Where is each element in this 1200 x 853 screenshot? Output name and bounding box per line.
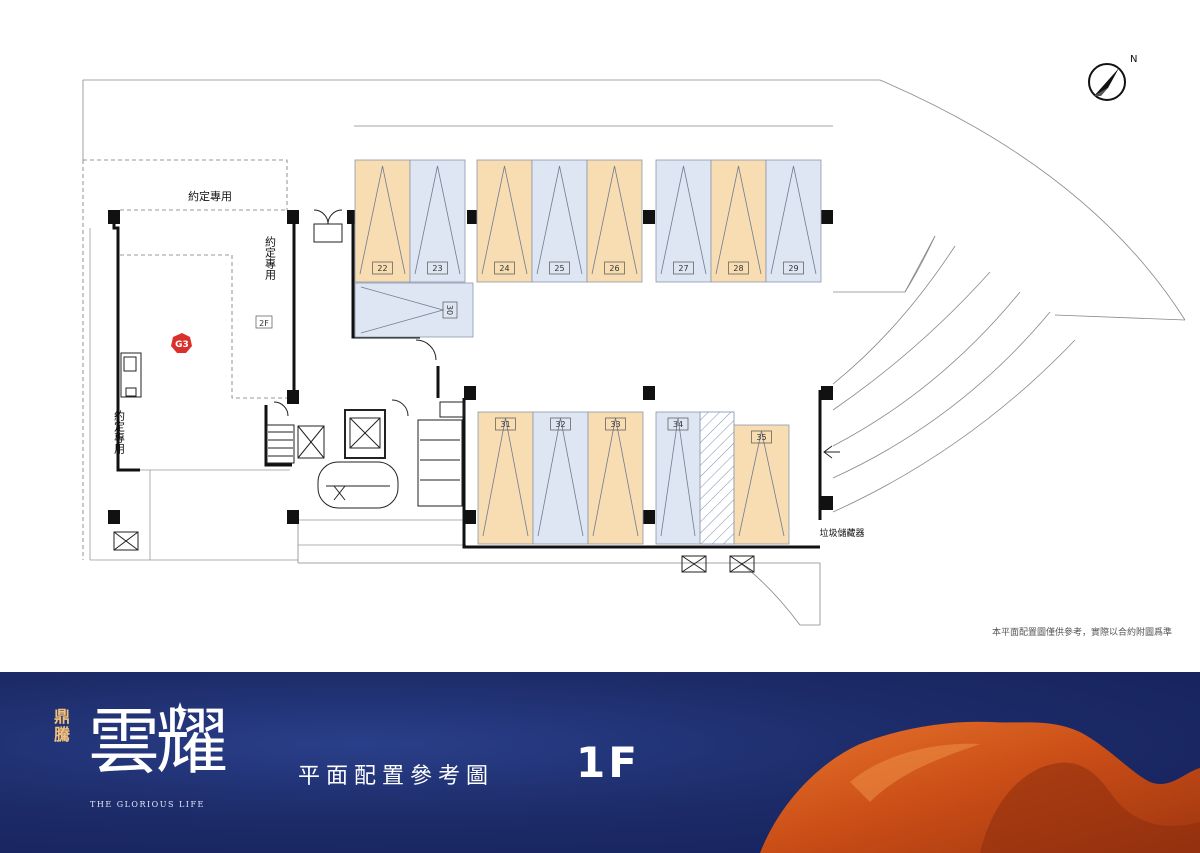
parking-stall-number: 24 [499, 264, 509, 273]
brand-tagline: THE GLORIOUS LIFE [90, 800, 205, 809]
parking-stall-fill [409, 159, 466, 283]
left-building-lines [89, 228, 466, 561]
parking-stall-fill [477, 411, 534, 545]
parking-stall-marking [359, 165, 406, 275]
parking-stall-fill [587, 411, 644, 545]
parking-stall-number: 28 [733, 264, 743, 273]
parking-stall-34: 34 [655, 411, 701, 545]
banner: 鼎騰 雲耀 THE GLORIOUS LIFE 平面配置參考圖 1F [0, 672, 1200, 853]
parking-stall-24: 24 [476, 159, 533, 283]
parking-stall-number: 22 [377, 264, 387, 273]
parking-stall-fill [733, 424, 790, 545]
parking-stall-fill [354, 282, 474, 338]
parking-stall-33: 33 [587, 411, 644, 545]
parking-stall-23: 23 [409, 159, 466, 283]
parking-stall-marking [591, 165, 638, 275]
parking-stall-number-box [495, 417, 516, 431]
parking-stall-number: 32 [555, 420, 565, 429]
shared-area-top-label: 約定專用 [188, 189, 232, 203]
parking-stall-number-box [783, 261, 804, 275]
disclaimer: 本平面配置圖僅供參考，實際以合約附圖爲準 [991, 628, 1172, 638]
parking-stall-number-box [751, 430, 772, 444]
rock-highlight [850, 743, 980, 802]
north-label: N [1130, 54, 1137, 65]
banner-decoration [172, 702, 1200, 853]
shared-area-left-label: 約定專用 [113, 409, 126, 455]
parking-stall-number-box [549, 261, 570, 275]
hatched-zone [699, 411, 735, 545]
parking-stall-number-box [372, 261, 393, 275]
parking-stall-marking [536, 165, 583, 275]
parking-stall-marking [414, 165, 461, 275]
parking-stall-number: 31 [500, 420, 510, 429]
dimension-tag: 2F [255, 315, 273, 329]
parking-stall-number-box [605, 417, 626, 431]
parking-stall-31: 31 [477, 411, 534, 545]
parking-stall-number: 23 [432, 264, 442, 273]
parking-stall-number-box [442, 301, 458, 319]
columns [108, 210, 833, 524]
parking-stall-number: 29 [788, 264, 798, 273]
parking-stall-marking [660, 165, 707, 275]
parking-stall-35: 35 [733, 424, 790, 545]
parking-stall-number-box [494, 261, 515, 275]
parking-stall-number-box [604, 261, 625, 275]
parking-stall-29: 29 [765, 159, 822, 283]
unit-label: G3 [175, 340, 189, 350]
parking-stall-32: 32 [532, 411, 589, 545]
floor-label: 1F [576, 738, 640, 787]
parking-stall-fill [586, 159, 643, 283]
rock-shadow [980, 762, 1200, 853]
parking-stall-number-box [667, 417, 689, 431]
parking-stall-number: 26 [609, 264, 619, 273]
plan-title: 平面配置參考圖 [298, 764, 495, 789]
parking-stall-number: 25 [554, 264, 564, 273]
parking-stall-number: 27 [678, 264, 688, 273]
parking-stall-30: 30 [354, 282, 474, 338]
parking-stall-fill [532, 411, 589, 545]
shared-area-outlines [82, 159, 290, 560]
brand-logo: 雲耀 [88, 700, 228, 784]
brand-small-logo: 鼎騰 [54, 707, 71, 744]
parking-stall-number: 30 [445, 305, 454, 315]
parking-stall-26: 26 [586, 159, 643, 283]
shared-area-right-label: 約定專用 [264, 235, 277, 281]
parking-stall-number-box [728, 261, 749, 275]
unit-badge: G3 [171, 333, 192, 353]
parking-stall-marking [715, 165, 762, 275]
service-core [113, 209, 840, 573]
parking-stall-marking [770, 165, 817, 275]
parking-stalls: 22 23 24 25 26 27 28 29 30 31 32 33 34 35 [354, 159, 822, 545]
parking-stall-25: 25 [531, 159, 588, 283]
parking-stall-number-box [673, 261, 694, 275]
parking-stall-number: 34 [673, 420, 683, 429]
parking-stall-22: 22 [354, 159, 411, 283]
parking-stall-number: 35 [756, 433, 766, 442]
parking-stall-number: 33 [610, 420, 620, 429]
trash-storage-label: 垃圾儲藏器 [819, 527, 864, 539]
parking-stall-number-box [427, 261, 448, 275]
parking-stall-number-box [550, 417, 571, 431]
sparkle-icon [172, 702, 204, 730]
north-compass-icon: N [1088, 54, 1137, 101]
parking-stall-marking [481, 165, 528, 275]
dimension-label: 2F [259, 319, 269, 328]
site-outline [82, 79, 1186, 626]
parking-stall-28: 28 [710, 159, 767, 283]
parking-stall-27: 27 [655, 159, 712, 283]
floor-plan: 22 23 24 25 26 27 28 29 30 31 32 33 34 35 約定專用 約定專用 約… [82, 54, 1186, 626]
